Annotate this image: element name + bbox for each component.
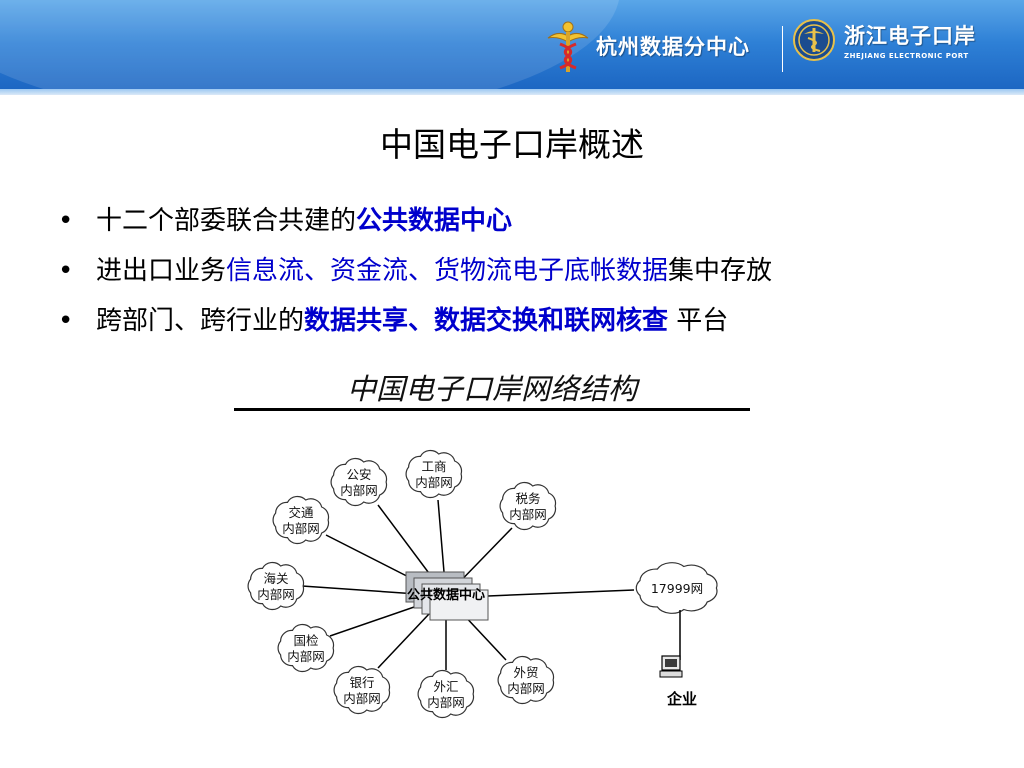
bullet-highlight: 信息流、资金流、货物流电子底帐数据	[226, 256, 669, 286]
network-node-label: 银行	[349, 675, 374, 690]
network-node-label: 内部网	[287, 649, 325, 664]
external-network-label: 17999网	[651, 581, 703, 596]
slide-title: 中国电子口岸概述	[380, 125, 644, 164]
cloud-shape	[277, 623, 335, 673]
network-node-label: 国检	[293, 633, 319, 648]
data-center-server	[405, 571, 489, 621]
network-node-label: 内部网	[507, 681, 545, 696]
cloud-shape	[330, 457, 388, 507]
cloud-shape	[272, 495, 330, 545]
bullet-item: • 跨部门、跨行业的数据共享、数据交换和联网核查 平台	[58, 296, 1008, 346]
network-node-label: 海关	[263, 571, 288, 586]
network-nodes: 公安内部网工商内部网税务内部网交通内部网海关内部网国检内部网银行内部网外汇内部网…	[247, 449, 718, 719]
cloud-shape	[499, 481, 557, 531]
bullet-dot: •	[58, 306, 74, 336]
external-link	[487, 589, 635, 597]
logo-a-text: 杭州数据分中心	[596, 35, 750, 59]
network-node-label: 内部网	[509, 507, 547, 522]
enterprise-computer-icon	[659, 655, 683, 678]
network-node-label: 公安	[346, 467, 371, 482]
bullet-dot: •	[58, 256, 74, 286]
network-node-label: 内部网	[340, 483, 378, 498]
logo-b-text: 浙江电子口岸	[844, 24, 976, 48]
external-network-cloud: 17999网	[635, 562, 718, 614]
bullet-text: 进出口业务	[96, 256, 227, 286]
network-node-label: 税务	[515, 491, 540, 506]
bullet-highlight: 公共数据中心	[356, 206, 513, 236]
bullet-item: • 十二个部委联合共建的公共数据中心	[58, 196, 1008, 246]
network-node-label: 外贸	[513, 665, 538, 680]
customs-emblem-icon	[793, 19, 835, 61]
cloud-shape	[247, 561, 305, 611]
network-node-label: 交通	[288, 505, 314, 520]
bullet-highlight: 数据共享、数据交换和联网核查	[304, 306, 669, 336]
cloud-shape	[405, 449, 463, 499]
center-label: 公共数据中心	[407, 587, 485, 603]
caduceus-icon	[547, 21, 589, 72]
diagram-title-underline	[234, 408, 750, 411]
logo-hangzhou-data-center: 杭州数据分中心	[546, 18, 750, 74]
bullet-list: • 十二个部委联合共建的公共数据中心 • 进出口业务信息流、资金流、货物流电子底…	[58, 196, 1008, 346]
bullet-text-tail: 平台	[668, 306, 729, 336]
cloud-shape	[333, 665, 391, 715]
bullet-dot: •	[58, 206, 74, 236]
network-node-label: 内部网	[257, 587, 295, 602]
logo-b-subtext: ZHEJIANG ELECTRONIC PORT	[844, 52, 969, 60]
network-node-label: 外汇	[433, 679, 458, 694]
bullet-item: • 进出口业务信息流、资金流、货物流电子底帐数据集中存放	[58, 246, 1008, 296]
cloud-shape	[635, 562, 718, 614]
logo-divider	[782, 26, 783, 72]
network-node-label: 内部网	[427, 695, 465, 710]
network-node-label: 内部网	[343, 691, 381, 706]
bullet-text: 跨部门、跨行业的	[96, 306, 305, 336]
cloud-shape	[497, 655, 555, 705]
network-node-label: 内部网	[415, 475, 453, 490]
bullet-text: 十二个部委联合共建的	[96, 206, 357, 236]
diagram-title: 中国电子口岸网络结构	[346, 372, 637, 406]
header-banner: 杭州数据分中心 浙江电子口岸 ZHEJIANG ELECTRONIC PORT	[0, 0, 1024, 95]
enterprise-label: 企业	[666, 690, 697, 708]
network-node-label: 内部网	[282, 521, 320, 536]
network-node-label: 工商	[421, 459, 446, 474]
bullet-text-tail: 集中存放	[668, 256, 773, 286]
logo-zhejiang-port: 浙江电子口岸 ZHEJIANG ELECTRONIC PORT	[792, 18, 976, 62]
cloud-shape	[417, 669, 475, 719]
